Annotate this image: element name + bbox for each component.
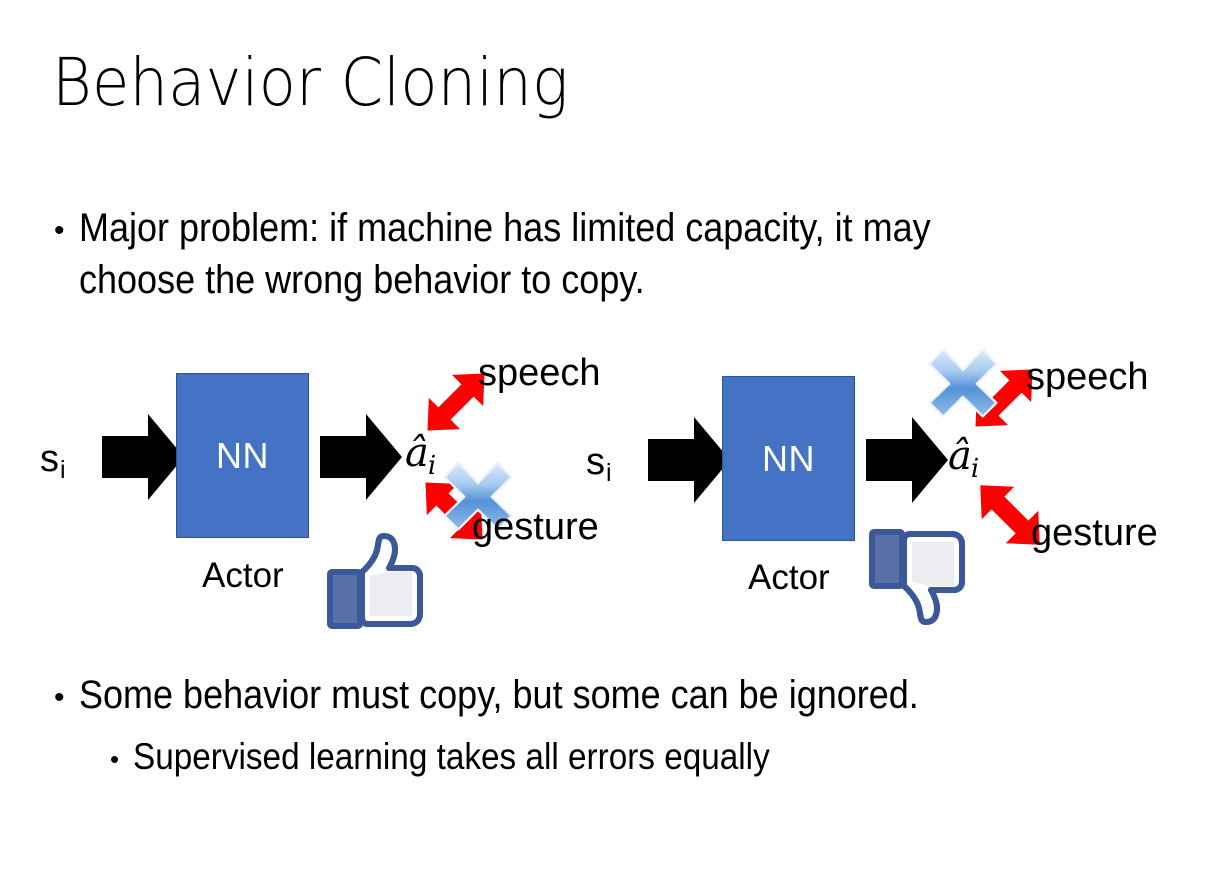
blue-cross-icon-speech-right <box>925 345 1001 421</box>
page-title: Behavior Cloning <box>52 44 569 121</box>
block-arrow-input-left <box>102 414 184 500</box>
diagram-right-wrong-copy: si NN Actor âi <box>566 340 1158 640</box>
diagram-left-correct-copy: si NN Actor âi <box>20 340 601 640</box>
bullet-text: Some behavior must copy, but some can be… <box>78 673 919 717</box>
output-label-speech-right: speech <box>1026 356 1149 398</box>
nn-box-right: NN <box>722 376 855 541</box>
action-symbol: â <box>405 430 429 476</box>
action-subscript: i <box>970 453 980 484</box>
blue-cross-icon-gesture-left <box>440 458 516 534</box>
state-input-label-left: si <box>40 440 66 489</box>
action-subscript: i <box>427 450 437 481</box>
nn-box-left: NN <box>176 373 309 538</box>
bullet-marker-icon: • <box>54 214 65 247</box>
output-label-speech-left: speech <box>478 352 601 394</box>
bullet-item-major-problem: • Major problem: if machine has limited … <box>54 202 1144 306</box>
output-label-gesture-right: gesture <box>1031 512 1158 554</box>
block-arrow-output-right <box>866 417 948 503</box>
red-double-arrow-speech-right <box>956 350 1052 446</box>
state-subscript: i <box>606 459 612 487</box>
output-label-gesture-left: gesture <box>472 506 599 548</box>
bullet-item-supervised-learning: • Supervised learning takes all errors e… <box>110 733 1170 781</box>
bullet-marker-icon: • <box>54 681 65 714</box>
bullet-text: Major problem: if machine has limited ca… <box>78 206 931 302</box>
nn-label: NN <box>216 434 269 476</box>
bullet-item-some-behavior: • Some behavior must copy, but some can … <box>54 670 1174 720</box>
block-arrow-input-right <box>648 417 730 503</box>
actor-label-left: Actor <box>202 556 284 595</box>
thumbs-up-icon <box>324 532 424 632</box>
nn-label: NN <box>762 437 815 479</box>
red-double-arrow-gesture-right <box>960 465 1060 565</box>
action-output-label-left: âi <box>405 433 436 486</box>
action-output-label-right: âi <box>948 436 979 489</box>
bullet-text: Supervised learning takes all errors equ… <box>133 736 770 777</box>
action-symbol: â <box>948 433 972 479</box>
state-symbol: s <box>586 441 605 483</box>
red-double-arrow-speech-left <box>408 354 504 450</box>
state-subscript: i <box>60 456 66 484</box>
state-symbol: s <box>40 438 59 480</box>
state-input-label-right: si <box>586 443 612 492</box>
actor-label-right: Actor <box>748 558 830 597</box>
bullet-marker-icon: • <box>110 744 120 774</box>
thumbs-down-icon <box>866 526 966 626</box>
block-arrow-output-left <box>320 414 402 500</box>
